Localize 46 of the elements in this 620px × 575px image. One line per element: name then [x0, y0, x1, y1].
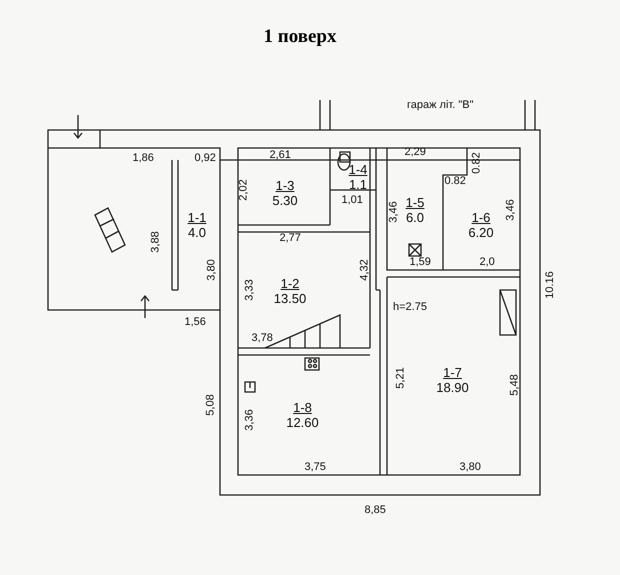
room-number: 1-4	[348, 162, 368, 177]
room-area: 4.0	[188, 225, 206, 240]
dimension-label: 2,29	[404, 146, 426, 158]
height-note: h=2.75	[393, 301, 427, 313]
dimension-label: 0.82	[444, 175, 466, 187]
room-area: 12.60	[286, 415, 319, 430]
dimension-label: 3,36	[243, 409, 256, 431]
dimension-label: 3,46	[387, 201, 400, 223]
dimension-label: 8,85	[364, 504, 386, 516]
room-area: 6.0	[406, 210, 424, 225]
dimension-label: 3,80	[205, 259, 218, 281]
dimension-label: 2,61	[270, 149, 291, 161]
dimension-label: 1,59	[410, 256, 431, 268]
room-area: 6.20	[468, 224, 494, 240]
room-area: 13.50	[274, 291, 306, 306]
building-note: гараж літ. "В"	[407, 99, 474, 111]
dimension-label: 4,32	[358, 259, 370, 281]
room-number: 1-8	[293, 400, 312, 415]
dimension-label: 3,46	[504, 199, 516, 221]
plan-title: 1 поверх	[262, 26, 338, 48]
dimension-label: 5,48	[508, 374, 520, 396]
room-number: 1-1	[188, 210, 206, 225]
room-number: 1-6	[472, 210, 490, 224]
room-area: 18.90	[436, 380, 469, 395]
dimension-label: 0.82	[470, 152, 482, 174]
dimension-label: 5,08	[204, 394, 216, 416]
dimension-label: 3,88	[149, 231, 162, 253]
room-number: 1-3	[276, 178, 294, 193]
dimension-label: 2,77	[280, 232, 301, 244]
room-area: 1.1	[348, 177, 368, 192]
dimension-label: 3,78	[252, 332, 273, 344]
room-number: 1-5	[406, 195, 424, 210]
room-number: 1-2	[280, 276, 300, 291]
room-area: 5.30	[272, 193, 298, 208]
dimension-label: 5,21	[394, 367, 406, 389]
dimension-label: 3,33	[243, 279, 256, 301]
dimension-label: 3,80	[460, 461, 481, 473]
dimension-label: 2,02	[237, 179, 250, 201]
dimension-label: 0,92	[194, 152, 216, 164]
room-number: 1-7	[443, 365, 462, 380]
dimension-label: 3,75	[304, 461, 326, 473]
dimension-label: 1,86	[132, 152, 154, 164]
dimension-label: 1,01	[342, 194, 363, 206]
dimension-label: 2,0	[480, 256, 495, 268]
dimension-label: 1,56	[184, 316, 206, 328]
dimension-label: 10.16	[544, 271, 556, 299]
